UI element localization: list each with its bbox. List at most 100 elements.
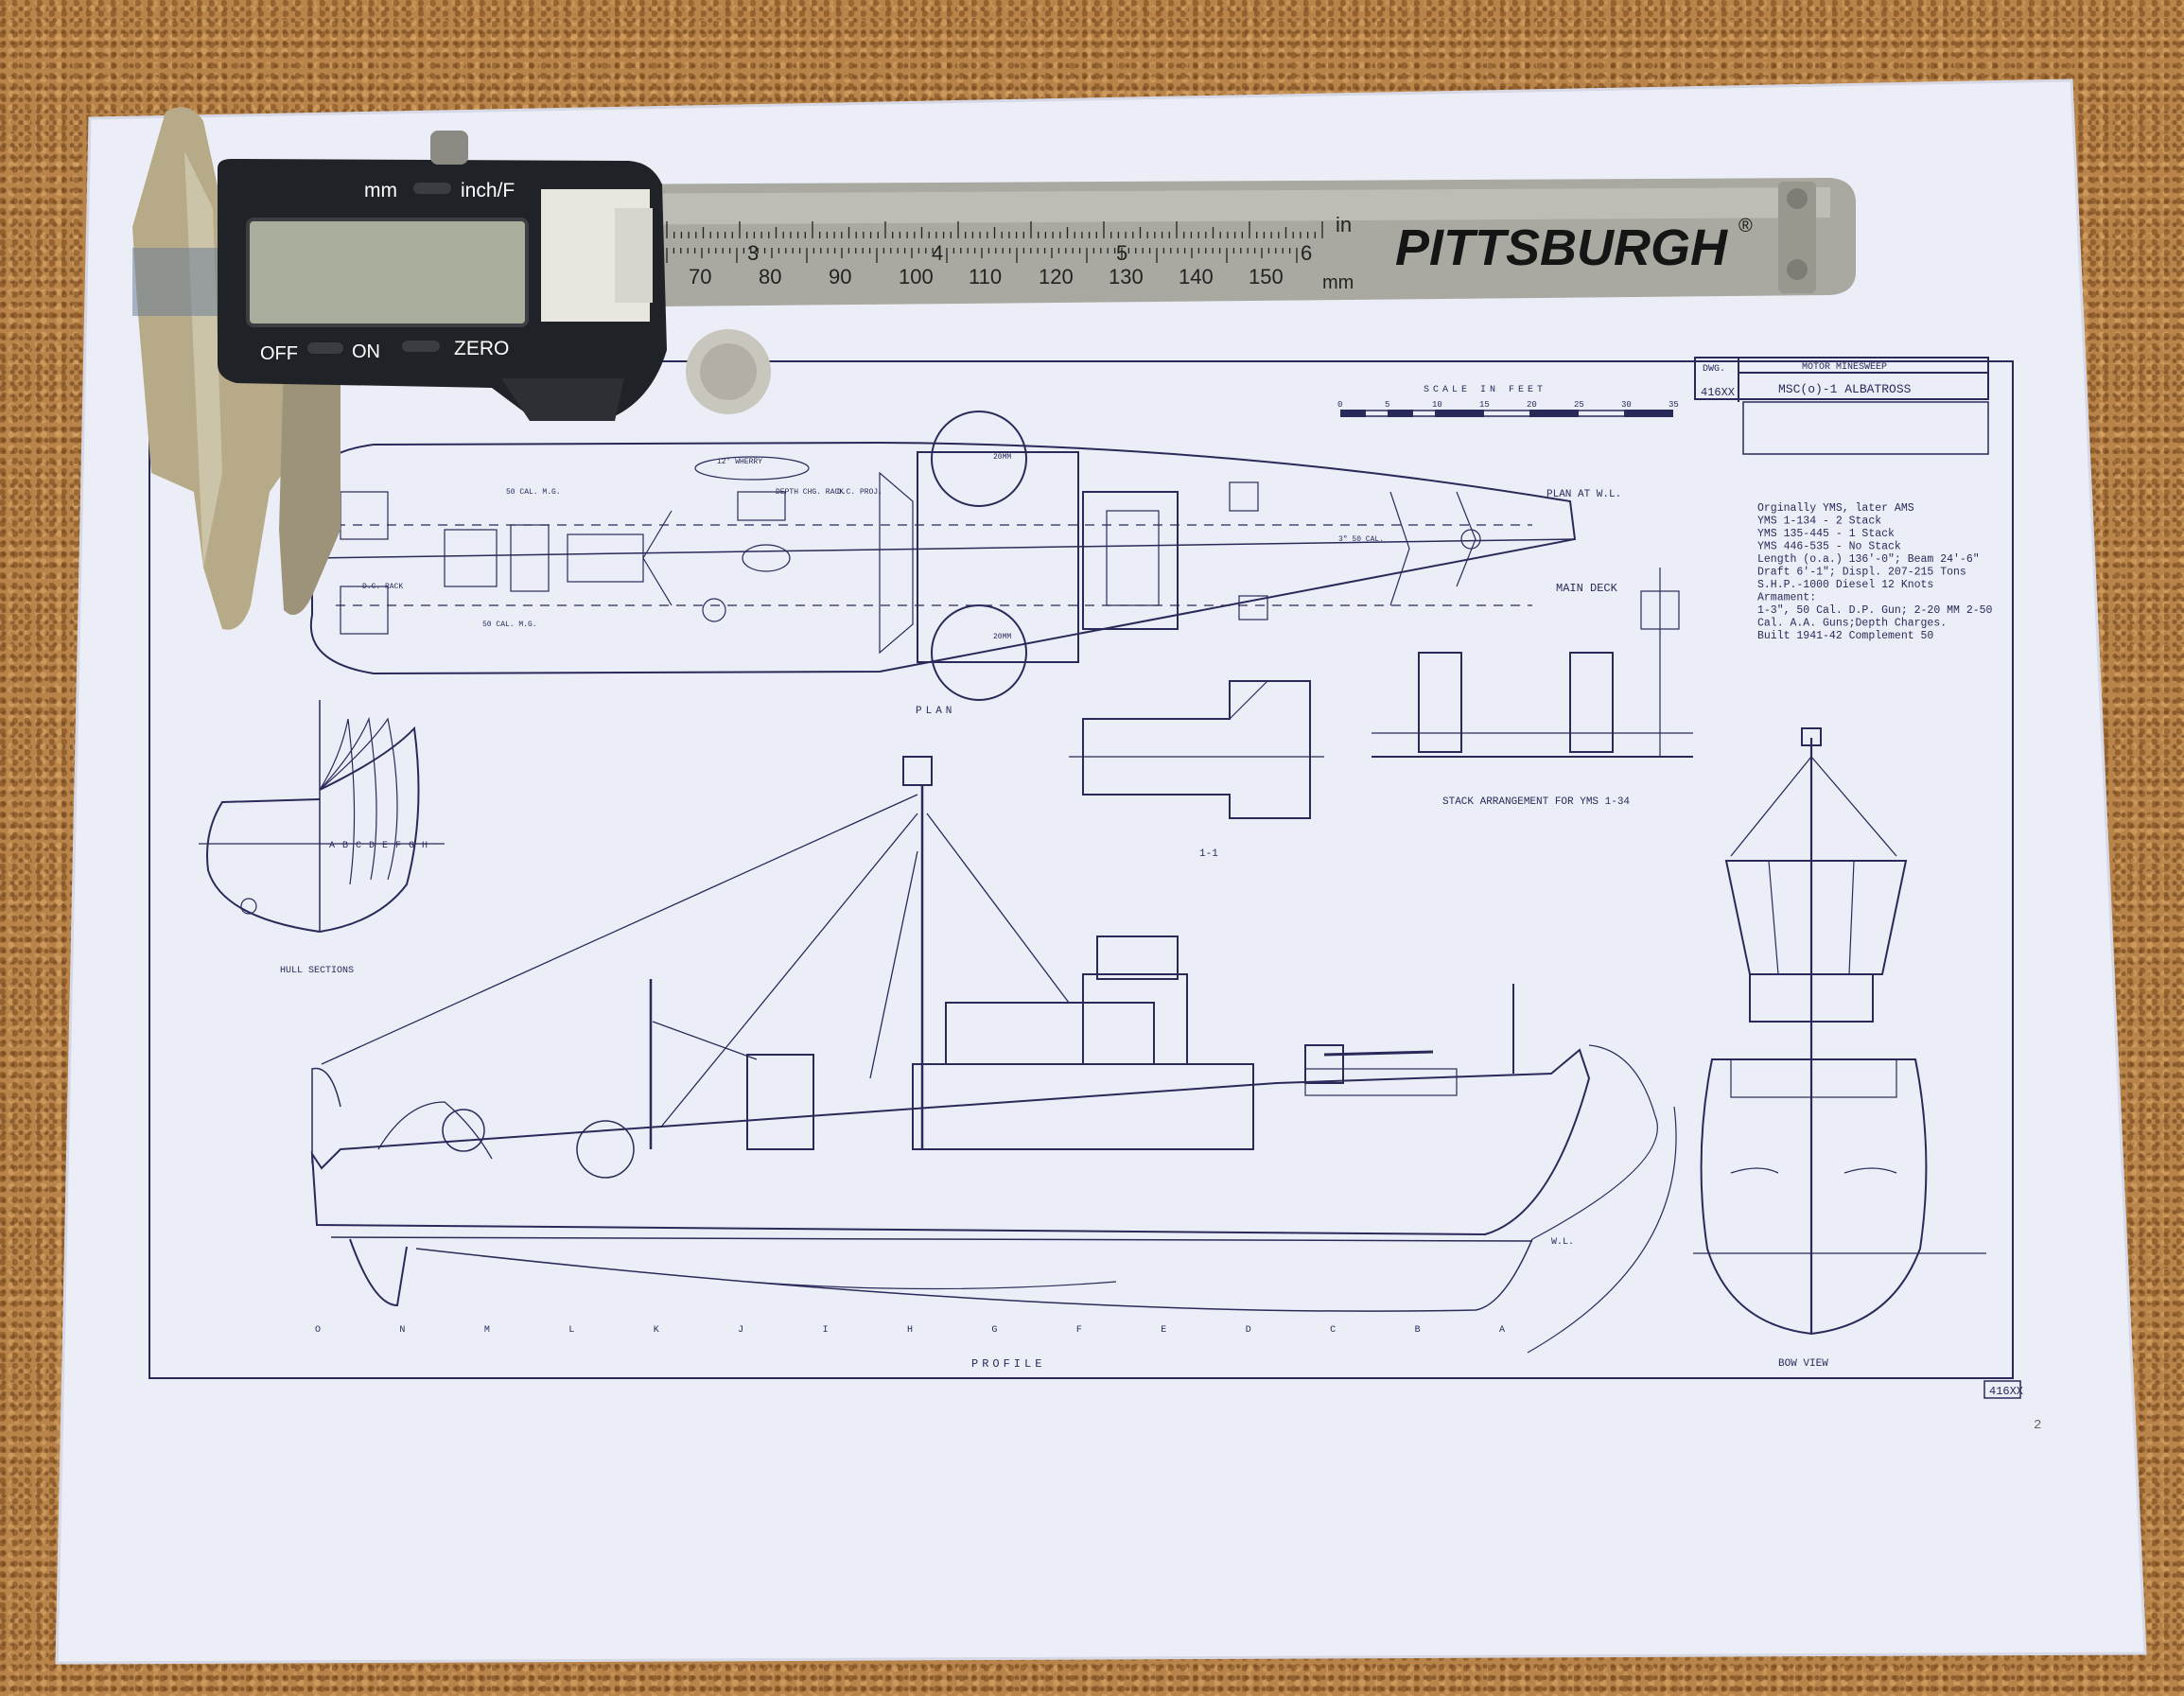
brand-logo: PITTSBURGH	[1395, 219, 1728, 276]
mm-number: 150	[1249, 265, 1284, 288]
scale-tick-label: 35	[1669, 400, 1679, 410]
station-letter: I	[823, 1325, 829, 1336]
bow-view	[1693, 727, 1986, 1336]
hull-sections-label: HULL SECTIONS	[280, 966, 354, 976]
plan-annotation: D.C. RACK	[362, 583, 403, 591]
station-letter: F	[1076, 1325, 1082, 1336]
inch-number: 5	[1116, 241, 1127, 265]
plan-annotation: 12' WHERRY	[717, 458, 762, 466]
off-button-label: OFF	[260, 343, 298, 364]
station-letter: O	[315, 1325, 321, 1336]
lcd-screen	[246, 218, 529, 327]
stack-arrangement-view	[1372, 568, 1693, 758]
station-letter: N	[399, 1325, 405, 1336]
spec-line: YMS 135-445 - 1 Stack	[1757, 528, 1895, 540]
plan-label: PLAN	[916, 706, 955, 717]
scale-tick-label: 20	[1527, 400, 1537, 410]
spec-line: 1-3", 50 Cal. D.P. Gun; 2-20 MM 2-50	[1757, 604, 1993, 617]
beam-screw-top	[1787, 188, 1808, 209]
ruler-graduations	[666, 221, 1323, 263]
units-toggle-button[interactable]	[413, 183, 451, 194]
hull-section-letter: H	[422, 841, 428, 851]
mm-number: 70	[689, 265, 711, 288]
drawing-text: DWG. 416XX MOTOR MINESWEEP MSC(o)-1 ALBA…	[280, 362, 2041, 1433]
scale-tick-label: 10	[1432, 400, 1442, 410]
title-line-1: MOTOR MINESWEEP	[1802, 362, 1887, 373]
hull-section-letter: D	[369, 841, 375, 851]
station-letter: A	[1499, 1325, 1505, 1336]
blueprint-drawing	[149, 357, 2014, 1379]
spec-line: YMS 446-535 - No Stack	[1757, 541, 1901, 553]
plan-annotation: 20MM	[993, 453, 1011, 462]
plan-view	[309, 411, 1577, 701]
mm-number: 120	[1039, 265, 1074, 288]
sliding-jaw	[279, 359, 341, 615]
scale-tick-label: 0	[1337, 400, 1342, 410]
scale-bar	[1340, 410, 1673, 417]
station-letter: L	[568, 1325, 574, 1336]
mm-button-label: mm	[364, 180, 397, 201]
drawing-border	[149, 360, 2014, 1379]
hull-section-letter: F	[395, 841, 401, 851]
registered-mark: ®	[1738, 216, 1753, 236]
inch-number: 6	[1301, 241, 1312, 265]
station-letter: E	[1161, 1325, 1166, 1336]
mm-number: 100	[899, 265, 934, 288]
station-letter: J	[738, 1325, 743, 1336]
hull-sections-view	[199, 700, 445, 933]
spec-line: YMS 1-134 - 2 Stack	[1757, 516, 1881, 528]
main-deck-label: MAIN DECK	[1556, 582, 1618, 595]
inch-button-label: inch/F	[461, 180, 515, 201]
mm-number: 140	[1179, 265, 1214, 288]
profile-view	[310, 756, 1677, 1354]
inch-number: 3	[747, 241, 759, 265]
station-letter: D	[1246, 1325, 1251, 1336]
plan-annotation: 20MM	[993, 633, 1011, 641]
spec-line: Orginally YMS, later AMS	[1757, 502, 1914, 515]
station-letter: K	[654, 1325, 659, 1336]
off-button[interactable]	[307, 342, 343, 354]
zero-button[interactable]	[402, 341, 440, 352]
hull-section-letter: G	[409, 841, 414, 851]
station-letter: M	[484, 1325, 490, 1336]
scale-tick-label: 15	[1479, 400, 1490, 410]
stack-section-view	[1069, 680, 1324, 819]
section-label: 1-1	[1199, 848, 1218, 860]
scale-label: SCALE IN FEET	[1424, 385, 1546, 395]
mm-number: 80	[759, 265, 781, 288]
beam-screw-bottom	[1787, 259, 1808, 280]
hull-section-letter: E	[382, 841, 388, 851]
inch-unit-label: in	[1336, 213, 1352, 236]
station-letter: B	[1415, 1325, 1421, 1336]
mm-number: 90	[829, 265, 851, 288]
station-letter: G	[991, 1325, 997, 1336]
scale-tick-label: 25	[1574, 400, 1584, 410]
spec-line: Draft 6'-1"; Displ. 207-215 Tons	[1757, 567, 1966, 579]
spec-line: Cal. A.A. Guns;Depth Charges.	[1757, 618, 1947, 630]
scale-tick-label: 30	[1621, 400, 1632, 410]
station-letter: C	[1330, 1325, 1336, 1336]
profile-hull	[310, 1048, 1591, 1236]
hull-section-letter: C	[356, 841, 361, 851]
title-block	[1694, 357, 1989, 455]
mm-number: 130	[1109, 265, 1144, 288]
scale-tick-labels: 0 5 10 15 20 25 30 35	[1337, 400, 1679, 410]
on-button-label: ON	[352, 341, 380, 362]
hull-section-letter: A	[329, 841, 335, 851]
mm-unit-label: mm	[1322, 272, 1354, 293]
plan-annotation: 50 CAL. M.G.	[482, 621, 537, 629]
paper-sheet	[57, 80, 2145, 1663]
scale-tick-label: 5	[1385, 400, 1389, 410]
wl-label: W.L.	[1551, 1237, 1574, 1248]
plan-annotation: 3" 50 CAL.	[1338, 535, 1384, 544]
mm-number: 110	[969, 265, 1002, 288]
profile-label: PROFILE	[971, 1357, 1045, 1371]
plan-at-wl-label: PLAN AT W.L.	[1546, 489, 1621, 500]
dwg-number: 416XX	[1701, 386, 1735, 399]
